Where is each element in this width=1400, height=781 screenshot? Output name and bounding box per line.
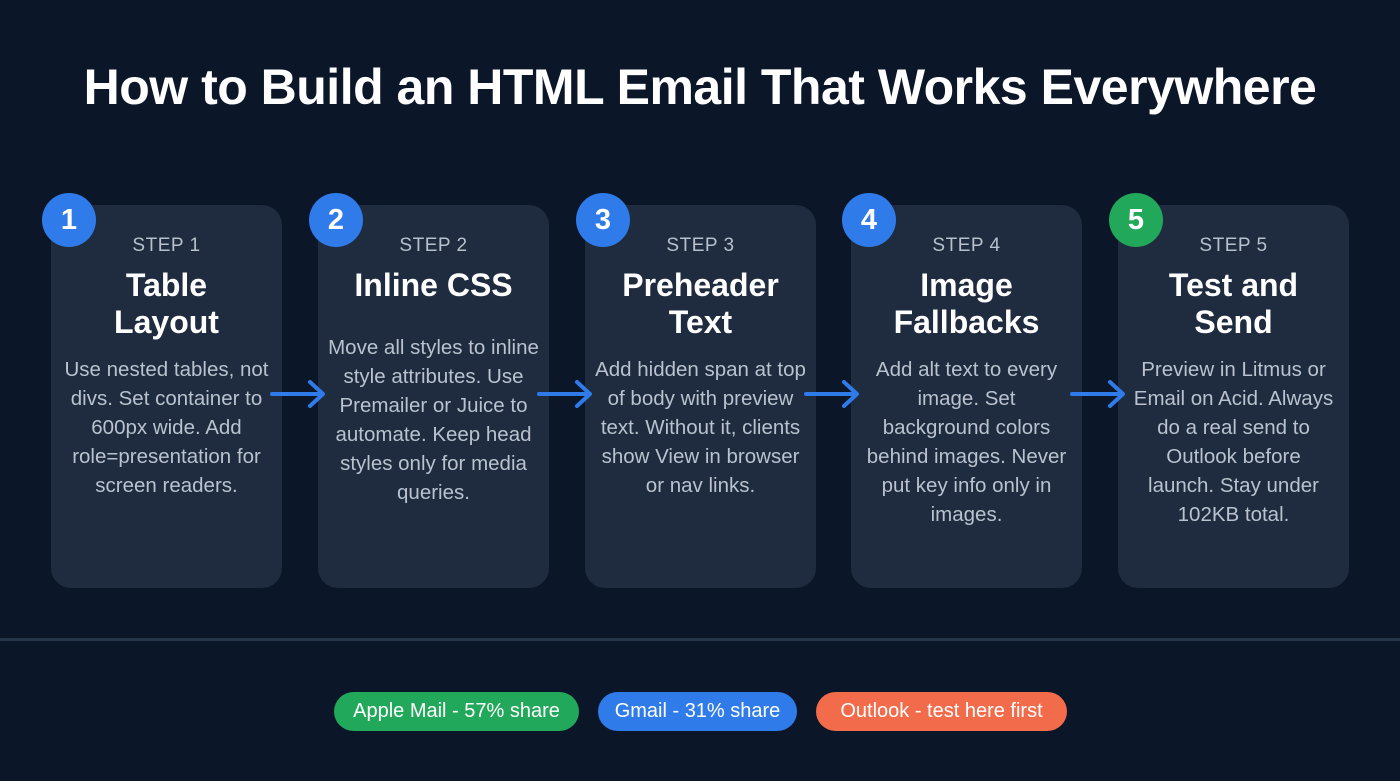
step-description: Use nested tables, not divs. Set contain… [64,358,269,497]
client-pill-apple-mail: Apple Mail - 57% share [334,692,579,731]
step-label: STEP 4 [932,235,1001,256]
step-title: Preheader Text [622,267,779,340]
step-card-2: STEP 2 Inline CSS Move all styles to inl… [318,205,549,588]
divider [0,638,1400,641]
step-card-1: STEP 1 Table Layout Use nested tables, n… [51,205,282,588]
client-pill-gmail: Gmail - 31% share [598,692,797,731]
arrow-right-icon [270,380,325,408]
step-description: Add alt text to every image. Set backgro… [866,358,1067,526]
step-card-4: STEP 4 Image Fallbacks Add alt text to e… [851,205,1082,588]
step-title: Inline CSS [354,267,513,303]
step-card-5: STEP 5 Test and Send Preview in Litmus o… [1118,205,1349,588]
step-description: Add hidden span at top of body with prev… [595,358,806,497]
step-title: Table Layout [114,267,219,340]
arrow-right-icon [1070,380,1125,408]
client-pill-outlook: Outlook - test here first [816,692,1067,731]
step-number-badge-4: 4 [842,193,896,247]
step-title: Image Fallbacks [893,267,1040,340]
step-label: STEP 2 [399,235,468,256]
arrow-right-icon [537,380,592,408]
page-title: How to Build an HTML Email That Works Ev… [83,59,1317,115]
step-label: STEP 5 [1199,235,1268,256]
step-number-badge-2: 2 [309,193,363,247]
step-description: Preview in Litmus or Email on Acid. Alwa… [1133,358,1334,526]
step-card-3: STEP 3 Preheader Text Add hidden span at… [585,205,816,588]
step-number-badge-5: 5 [1109,193,1163,247]
step-label: STEP 3 [666,235,735,256]
arrow-right-icon [804,380,859,408]
step-title: Test and Send [1168,267,1299,340]
step-label: STEP 1 [132,235,201,256]
step-number-badge-1: 1 [42,193,96,247]
step-description: Move all styles to inline style attribut… [328,336,539,504]
step-number-badge-3: 3 [576,193,630,247]
